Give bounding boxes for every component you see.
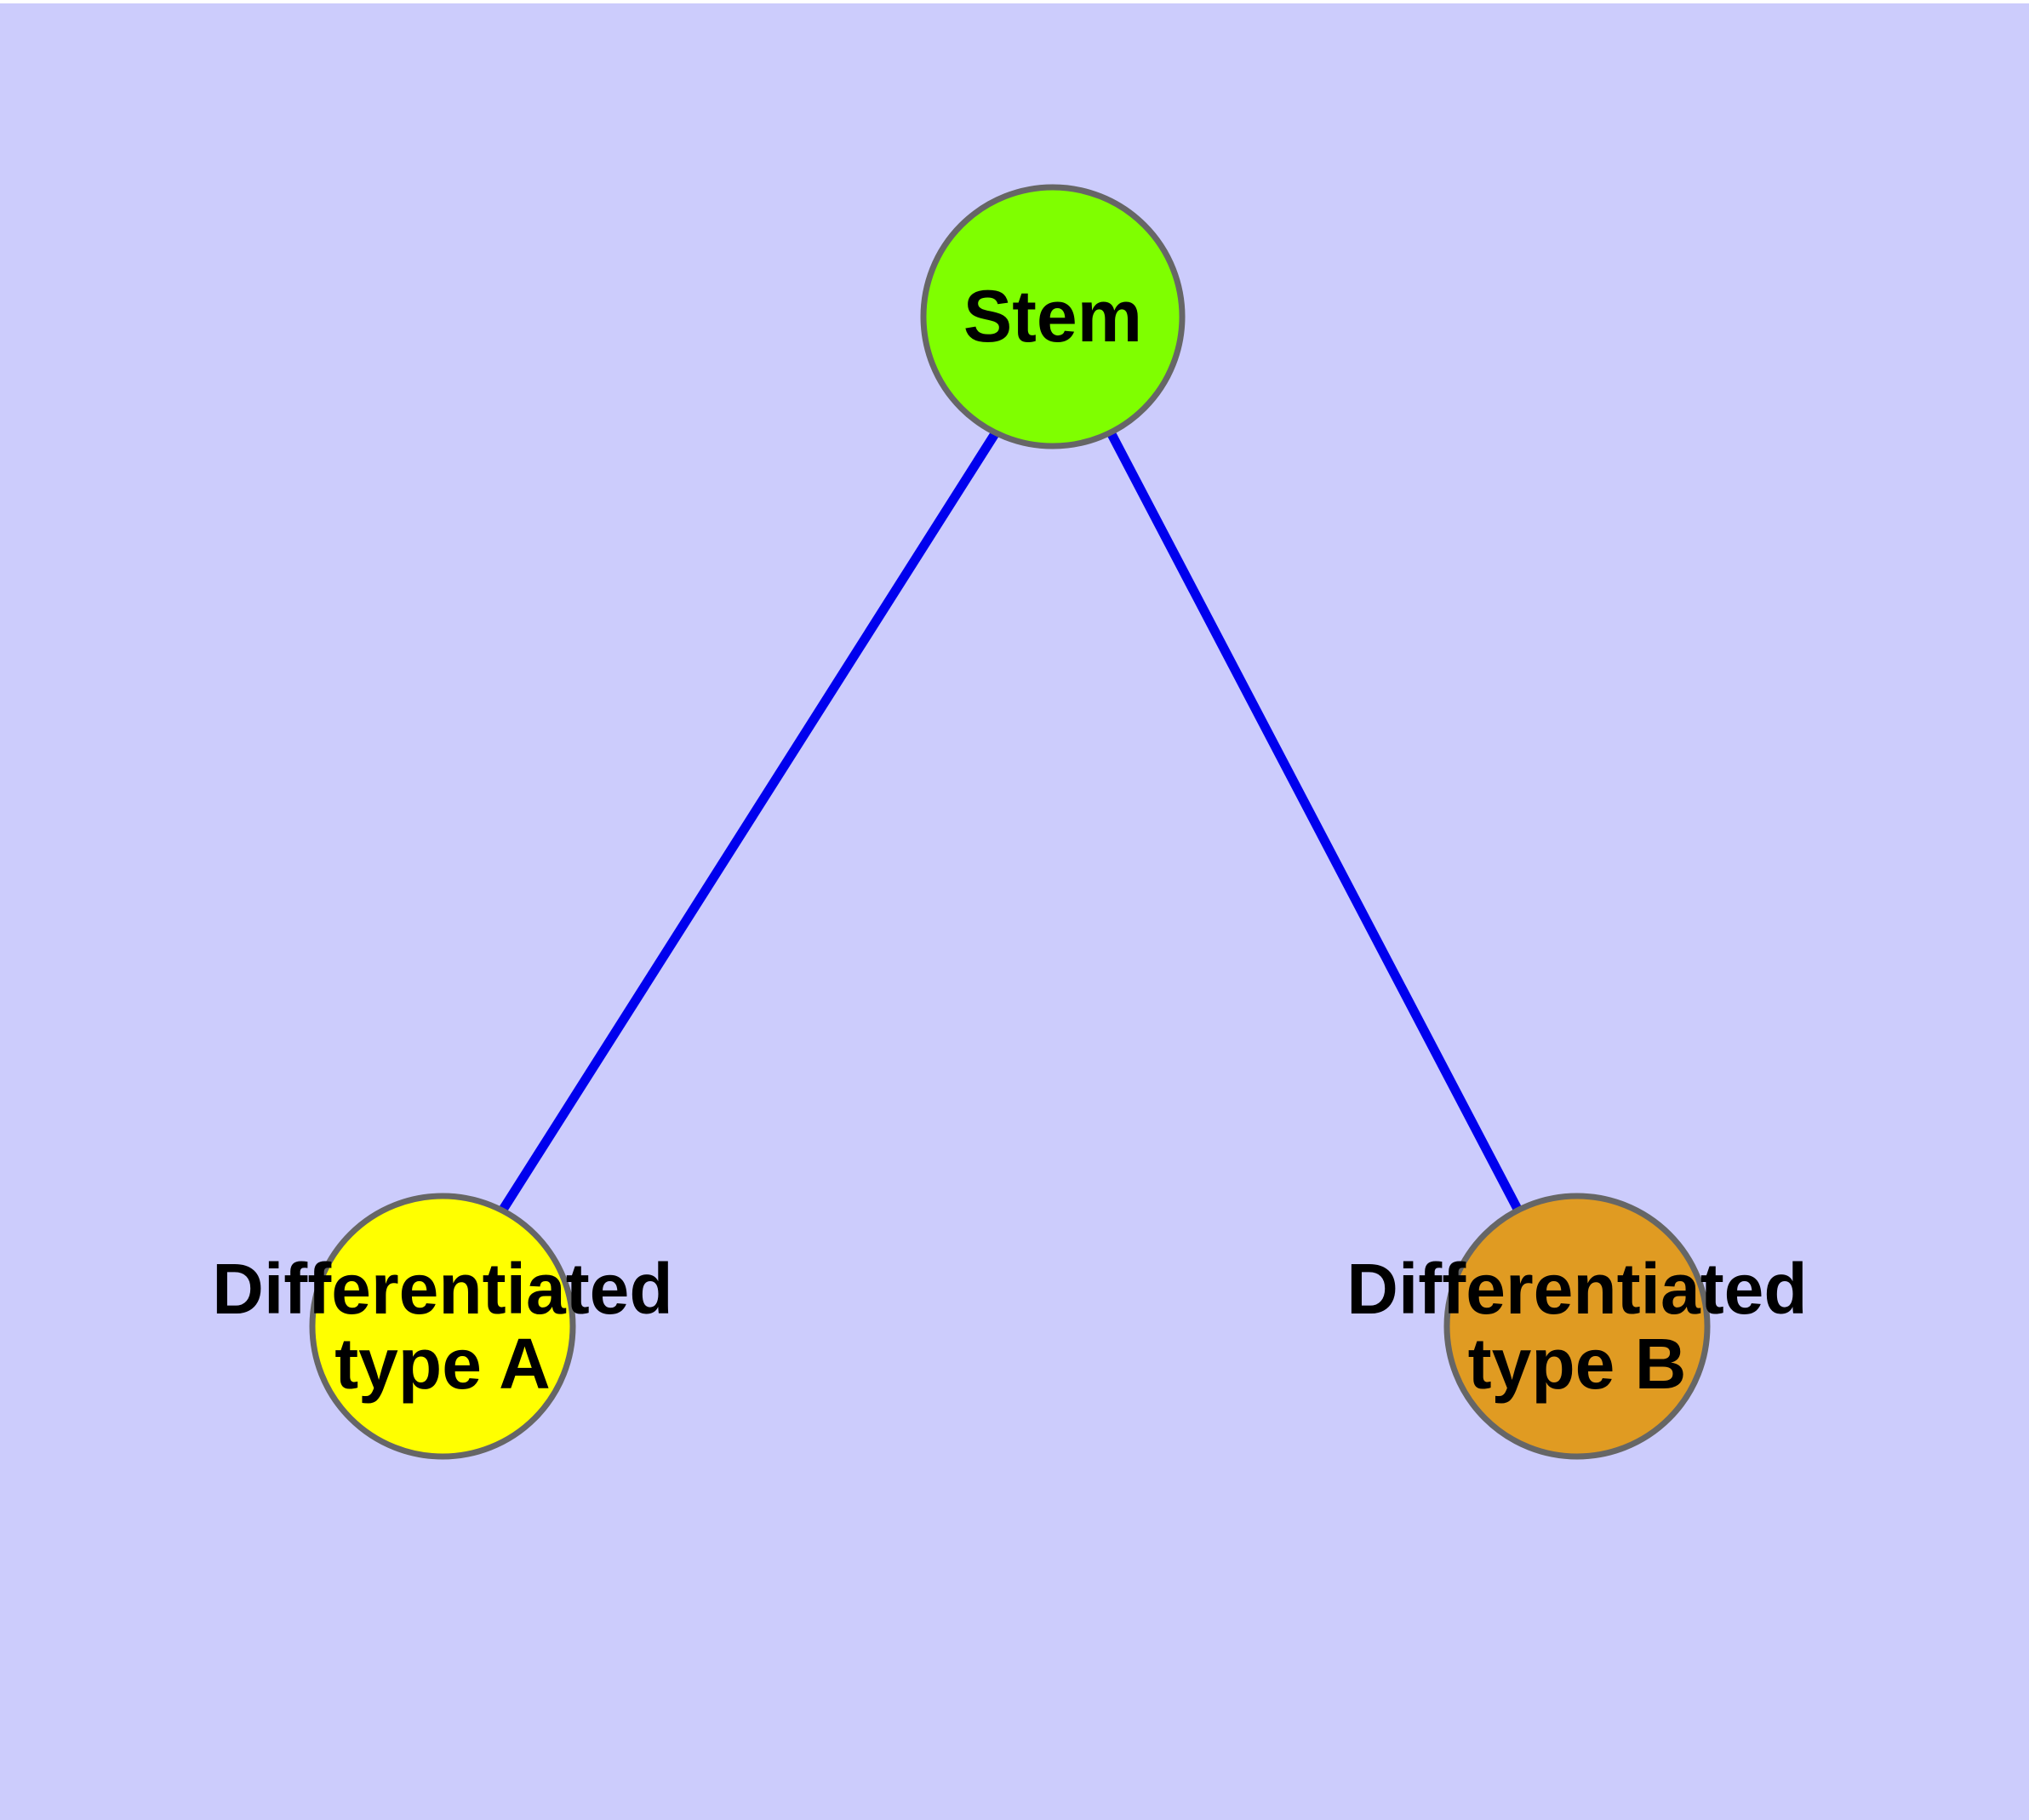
node-stem[interactable] [920, 184, 1186, 449]
nodes-group [309, 184, 1711, 1460]
node-diff_a[interactable] [309, 1193, 576, 1460]
node-diff_b[interactable] [1443, 1193, 1711, 1460]
edge-stem-diff-b [1106, 430, 1523, 1215]
edges-group [497, 430, 1523, 1215]
edge-stem-diff-a [497, 430, 1000, 1215]
